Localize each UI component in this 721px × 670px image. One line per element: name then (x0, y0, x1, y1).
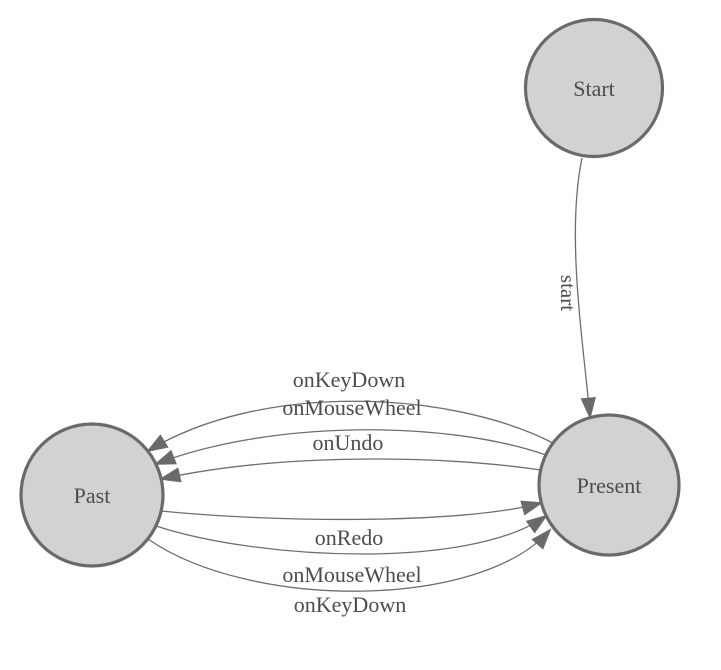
edge-label-start: start (556, 275, 580, 311)
edge-label-onmousewheel-top: onMouseWheel (282, 395, 421, 420)
edge-present-to-past-onkeydown (146, 400, 554, 453)
edge-present-to-past-onmousewheel (153, 429, 547, 465)
node-layer (19, 17, 681, 568)
state-node-present (537, 413, 681, 557)
node-label-past: Past (74, 483, 111, 508)
edge-layer (146, 157, 596, 592)
node-label-present: Present (577, 473, 642, 498)
edge-start-to-present (574, 157, 596, 420)
edge-past-to-present-onkeydown (147, 528, 552, 592)
edge-past-to-present-onredo (160, 500, 544, 521)
label-layer: Start Present Past start onKeyDown onMou… (74, 76, 642, 617)
state-node-start (523, 17, 665, 159)
edge-label-onkeydown-bottom: onKeyDown (294, 592, 406, 617)
edge-label-onundo: onUndo (313, 430, 384, 455)
edge-label-onmousewheel-bottom: onMouseWheel (282, 562, 421, 587)
edge-label-onredo: onRedo (315, 525, 383, 550)
edge-present-to-past-onundo (158, 458, 542, 483)
edge-label-onkeydown-top: onKeyDown (293, 367, 405, 392)
node-label-start: Start (573, 76, 615, 101)
edge-past-to-present-onmousewheel (155, 514, 548, 555)
state-node-past (19, 422, 165, 568)
